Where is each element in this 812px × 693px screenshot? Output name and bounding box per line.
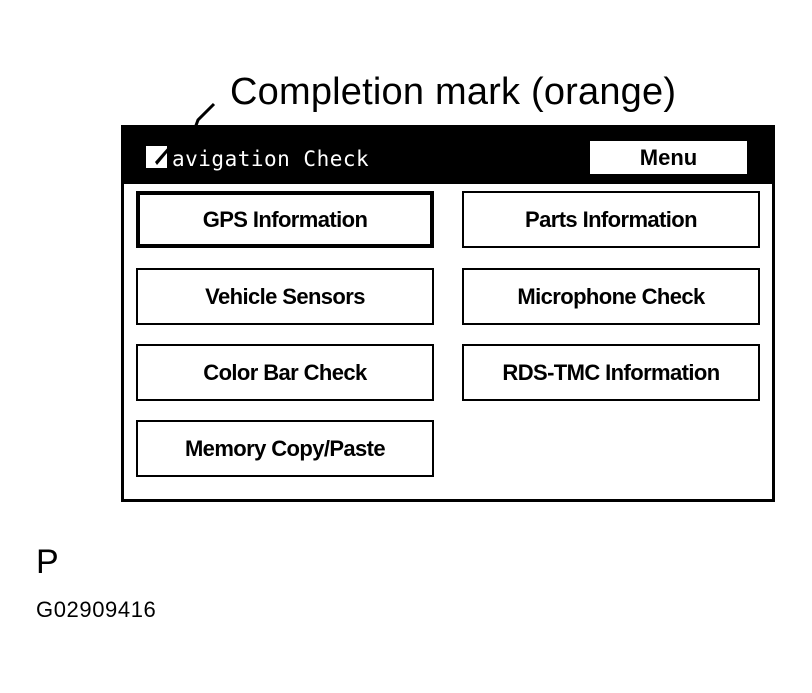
parts-information-button[interactable]: Parts Information [462,191,760,248]
memory-copy-paste-button[interactable]: Memory Copy/Paste [136,420,434,477]
completion-mark-icon [146,145,172,168]
title-bar: avigation Check Menu [124,128,772,184]
figure-letter: P [36,543,59,581]
figure-code: G02909416 [36,597,157,622]
rds-tmc-information-button[interactable]: RDS-TMC Information [462,344,760,401]
gps-information-button[interactable]: GPS Information [136,191,434,248]
navigation-check-screen: avigation Check Menu GPS Information Par… [121,125,775,502]
screen-title: avigation Check [172,147,370,171]
menu-button[interactable]: Menu [590,141,747,174]
vehicle-sensors-button[interactable]: Vehicle Sensors [136,268,434,325]
color-bar-check-button[interactable]: Color Bar Check [136,344,434,401]
microphone-check-button[interactable]: Microphone Check [462,268,760,325]
callout-label: Completion mark (orange) [230,71,677,113]
